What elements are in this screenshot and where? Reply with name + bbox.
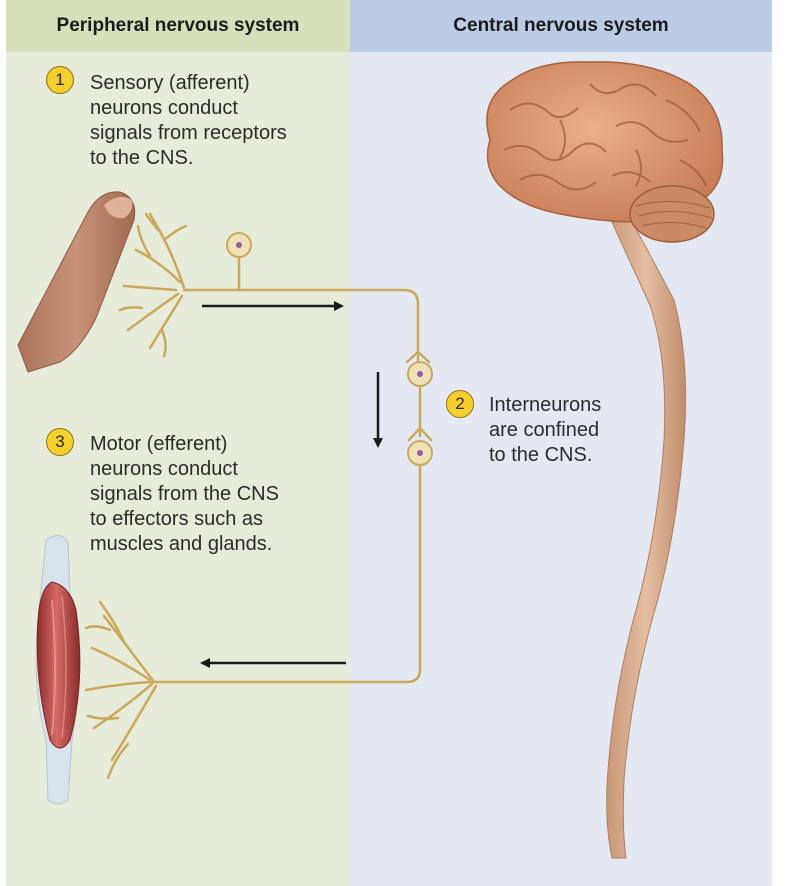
brain-icon [486, 61, 724, 243]
caption-line: Interneurons [489, 394, 602, 416]
sensory-neuron [118, 212, 431, 364]
caption-line: signals from receptors [90, 122, 287, 144]
caption-line: neurons conduct [90, 97, 238, 119]
step-2-badge: 2 [446, 390, 474, 418]
caption-line: to the CNS. [489, 444, 593, 466]
muscle-icon [35, 535, 81, 805]
caption-line: Sensory (afferent) [90, 72, 250, 94]
step-3-badge: 3 [46, 428, 74, 456]
caption-line: to effectors such as [90, 508, 264, 530]
neuron-cell-body-icon [226, 232, 433, 466]
caption-line: are confined [489, 419, 600, 441]
spinal-cord-icon [606, 221, 687, 859]
finger-icon [17, 191, 136, 373]
interneuron [407, 386, 433, 442]
caption-line: neurons conduct [90, 458, 238, 480]
motor-neuron [84, 464, 422, 780]
step-3-caption: Motor (efferent) neurons conduct signals… [90, 432, 279, 557]
caption-line: muscles and glands. [90, 533, 273, 555]
cns-header: Central nervous system [350, 0, 772, 52]
pns-header: Peripheral nervous system [6, 0, 350, 52]
step-1-caption: Sensory (afferent) neurons conduct signa… [90, 71, 287, 171]
caption-line: signals from the CNS [90, 483, 279, 505]
step-2-caption: Interneurons are confined to the CNS. [489, 393, 601, 468]
step-1-badge: 1 [46, 66, 74, 94]
caption-line: to the CNS. [90, 147, 194, 169]
caption-line: Motor (efferent) [90, 433, 228, 455]
